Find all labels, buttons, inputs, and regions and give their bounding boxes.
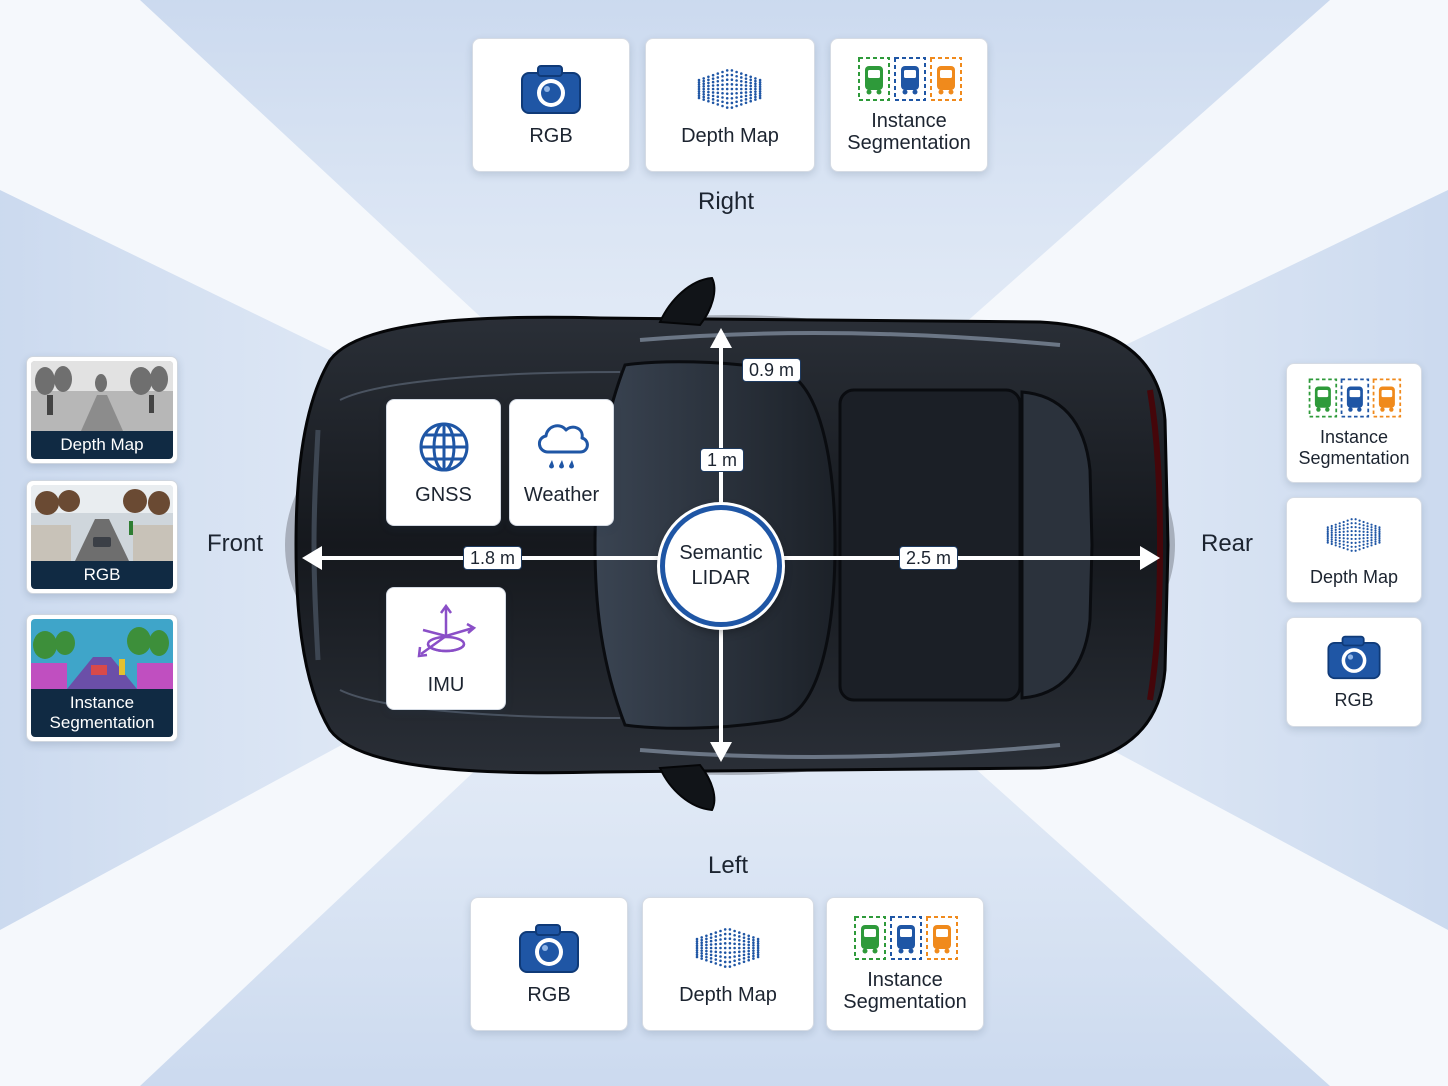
lidar-line1: Semantic bbox=[679, 542, 763, 564]
front-seg-thumb: Instance Segmentation bbox=[26, 614, 178, 742]
direction-front-label: Front bbox=[207, 530, 264, 557]
right-rgb-card: RGB bbox=[472, 38, 630, 172]
depth-dots-icon bbox=[697, 69, 762, 109]
imu-label: IMU bbox=[427, 673, 465, 696]
front-depth-caption: Depth Map bbox=[31, 431, 173, 459]
right-depth-label: Depth Map bbox=[681, 125, 779, 147]
gnss-label: GNSS bbox=[415, 483, 472, 506]
depth-dots-icon bbox=[1326, 517, 1381, 552]
front-depth-thumb: Depth Map bbox=[26, 356, 178, 464]
instance-segmentation-image bbox=[31, 619, 173, 689]
right-seg-label: Instance Segmentation bbox=[847, 110, 971, 154]
front-rgb-caption: RGB bbox=[31, 561, 173, 589]
rear-depth-label: Depth Map bbox=[1309, 566, 1399, 587]
globe-icon bbox=[419, 422, 468, 471]
direction-left-label: Left bbox=[708, 852, 749, 879]
cloud-rain-icon bbox=[537, 423, 589, 468]
camera-icon bbox=[1327, 635, 1381, 679]
rear-seg-card: Instance Segmentation bbox=[1286, 363, 1422, 483]
measurement-top-label: 0.9 m bbox=[742, 358, 802, 382]
weather-card: Weather bbox=[509, 399, 614, 526]
lidar-line2: LIDAR bbox=[691, 567, 751, 589]
imu-card: IMU bbox=[386, 587, 506, 710]
left-depth-label: Depth Map bbox=[679, 984, 777, 1006]
semantic-lidar-badge: Semantic LIDAR bbox=[660, 505, 782, 627]
front-seg-caption: Instance Segmentation bbox=[31, 689, 173, 737]
depth-dots-icon bbox=[695, 928, 760, 968]
left-seg-label: Instance Segmentation bbox=[843, 969, 967, 1013]
vehicle-segmentation-icon bbox=[854, 916, 958, 960]
rear-rgb-label: RGB bbox=[1334, 689, 1374, 710]
camera-icon bbox=[519, 924, 579, 973]
weather-label: Weather bbox=[523, 483, 600, 506]
direction-rear-label: Rear bbox=[1201, 530, 1254, 557]
left-rgb-label: RGB bbox=[527, 984, 571, 1006]
left-depth-card: Depth Map bbox=[642, 897, 814, 1031]
vehicle-segmentation-icon bbox=[1308, 378, 1402, 418]
right-seg-card: Instance Segmentation bbox=[830, 38, 988, 172]
measurement-rear-label: 2.5 m bbox=[899, 546, 959, 570]
left-rgb-card: RGB bbox=[470, 897, 628, 1031]
vehicle-segmentation-icon bbox=[858, 57, 962, 101]
depth-map-image bbox=[31, 361, 173, 431]
measurement-vertical-label: 1 m bbox=[700, 448, 745, 472]
measurement-front-label: 1.8 m bbox=[463, 546, 523, 570]
left-seg-card: Instance Segmentation bbox=[826, 897, 984, 1031]
front-rgb-thumb: RGB bbox=[26, 480, 178, 594]
right-rgb-label: RGB bbox=[529, 125, 573, 147]
rear-seg-label: Instance Segmentation bbox=[1298, 427, 1410, 468]
gnss-card: GNSS bbox=[386, 399, 501, 526]
direction-right-label: Right bbox=[698, 188, 755, 215]
camera-icon bbox=[521, 65, 581, 114]
right-depth-card: Depth Map bbox=[645, 38, 815, 172]
rear-depth-card: Depth Map bbox=[1286, 497, 1422, 603]
rear-rgb-card: RGB bbox=[1286, 617, 1422, 727]
rgb-image bbox=[31, 485, 173, 561]
imu-axes-icon bbox=[417, 603, 477, 657]
